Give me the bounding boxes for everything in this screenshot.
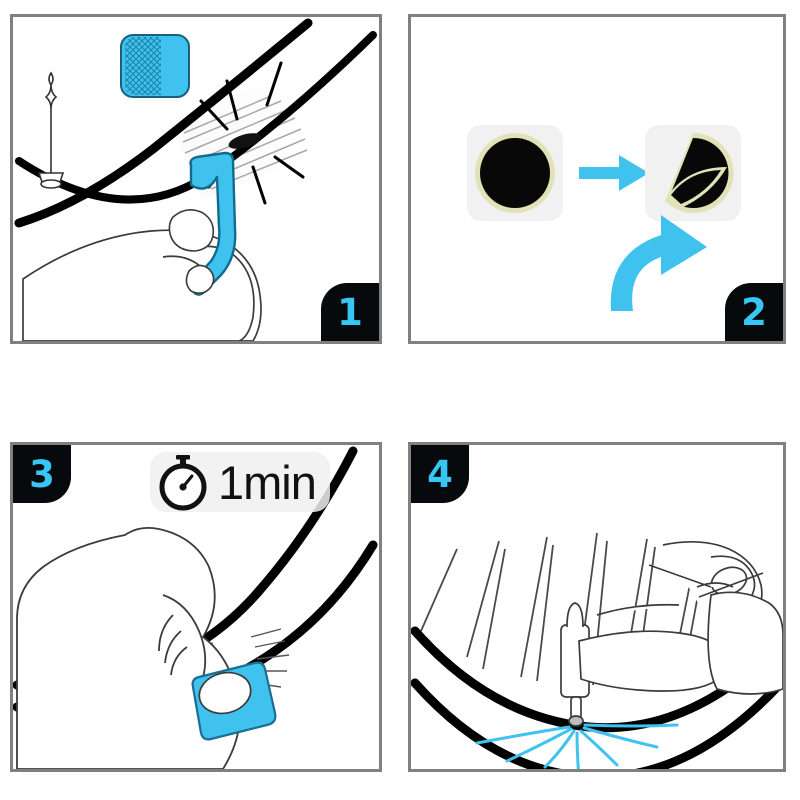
sparkle-marks: [199, 61, 305, 205]
timer-text: 1min: [218, 455, 317, 509]
valve-stem: [37, 71, 65, 189]
panel-3-artwork: [13, 445, 379, 769]
fingertip: [198, 671, 252, 715]
panel-step-1: 1: [10, 14, 382, 344]
panel-2-artwork: [411, 17, 783, 341]
curved-arrow: [610, 215, 707, 311]
panel-4-artwork: [411, 445, 783, 769]
step-number-2: 2: [741, 290, 767, 334]
blue-scraper-tool: [189, 151, 237, 296]
puncture-hole: [228, 133, 262, 149]
patch-tile-peeling: [645, 125, 741, 221]
stopwatch-icon: [156, 454, 210, 511]
step-badge-1: 1: [321, 283, 379, 341]
timer-label: 1min: [150, 452, 330, 512]
straight-arrow: [579, 155, 649, 191]
hand-pressing: [16, 526, 241, 769]
inner-tube-outer-edge: [14, 18, 313, 228]
step-badge-4: 4: [411, 445, 469, 503]
step-badge-3: 3: [13, 445, 71, 503]
rim-inner-edge: [411, 678, 783, 769]
patch-tile-sealed: [467, 125, 563, 221]
step-badge-2: 2: [725, 283, 783, 341]
blue-patch-swatch: [120, 34, 190, 98]
panel-1-artwork: [13, 17, 379, 341]
fingertip: [168, 209, 215, 295]
hands-inflating: [578, 540, 783, 695]
air-spray-lines: [475, 723, 679, 769]
step-number-3: 3: [29, 452, 55, 496]
panel-step-2: 2: [408, 14, 786, 344]
step-number-1: 1: [337, 290, 363, 334]
panel-step-4: 4: [408, 442, 786, 772]
step-number-4: 4: [427, 452, 453, 496]
rim-outer-edge: [411, 626, 776, 733]
